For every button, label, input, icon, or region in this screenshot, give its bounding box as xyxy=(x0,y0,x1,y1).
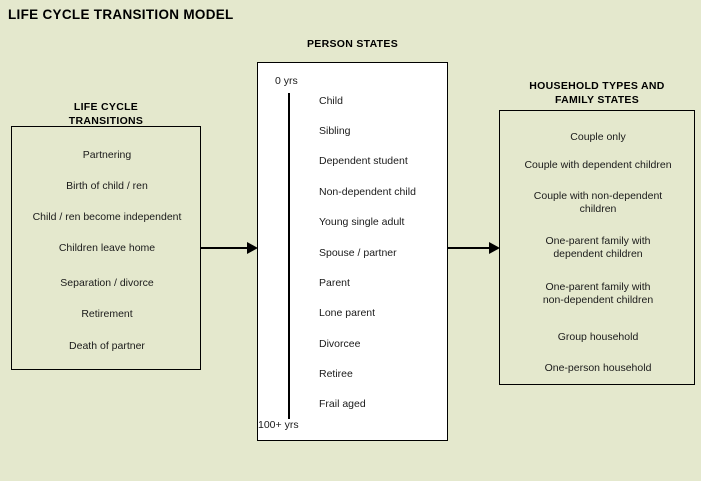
household-header-line1: HOUSEHOLD TYPES AND xyxy=(529,80,665,92)
transition-item: Retirement xyxy=(81,308,133,320)
person-state-item: Sibling xyxy=(319,125,351,137)
transition-item: Separation / divorce xyxy=(60,277,154,289)
transition-item: Children leave home xyxy=(58,242,156,254)
person-state-item: Divorcee xyxy=(319,338,361,350)
arrow-transitions-to-person-states xyxy=(201,242,258,254)
transitions-header-line1: LIFE CYCLE xyxy=(73,101,139,113)
arrow-person-states-to-household xyxy=(448,242,500,254)
transition-item: Birth of child / ren xyxy=(66,180,148,192)
household-item: Couple only xyxy=(570,131,626,143)
household-item: Couple with dependent children xyxy=(524,159,672,171)
person-state-item: Dependent student xyxy=(319,155,408,167)
person-state-item: Frail aged xyxy=(319,398,366,410)
household-item: One-person household xyxy=(544,362,652,374)
person-state-item: Child xyxy=(319,95,343,107)
household-header-line2: FAMILY STATES xyxy=(554,94,640,106)
arrow-head-icon xyxy=(247,242,258,254)
transition-item: Child / ren become independent xyxy=(32,211,182,223)
age-end-label: 100+ yrs xyxy=(258,419,299,431)
person-state-item: Retiree xyxy=(319,368,353,380)
transitions-header: LIFE CYCLE TRANSITIONS xyxy=(11,100,201,128)
transition-item: Partnering xyxy=(82,149,132,161)
transitions-header-line2: TRANSITIONS xyxy=(68,115,144,127)
person-state-item: Lone parent xyxy=(319,307,376,319)
household-header: HOUSEHOLD TYPES AND FAMILY STATES xyxy=(499,79,695,107)
person-state-item: Spouse / partner xyxy=(319,247,397,259)
age-start-label: 0 yrs xyxy=(275,75,298,87)
person-states-box: 0 yrs 100+ yrs Child Sibling Dependent s… xyxy=(257,62,448,441)
age-timeline-line xyxy=(288,93,290,419)
arrow-line xyxy=(201,247,248,249)
transition-item: Death of partner xyxy=(69,340,145,352)
arrow-head-icon xyxy=(489,242,500,254)
page-title: LIFE CYCLE TRANSITION MODEL xyxy=(8,7,234,22)
person-state-item: Young single adult xyxy=(319,216,405,228)
transitions-box: Partnering Birth of child / ren Child / … xyxy=(11,126,201,370)
arrow-line xyxy=(448,247,490,249)
person-state-item: Parent xyxy=(319,277,350,289)
household-box: Couple only Couple with dependent childr… xyxy=(499,110,695,385)
person-state-item: Non-dependent child xyxy=(319,186,416,198)
household-item: Group household xyxy=(557,331,639,343)
person-states-header: PERSON STATES xyxy=(306,38,399,50)
